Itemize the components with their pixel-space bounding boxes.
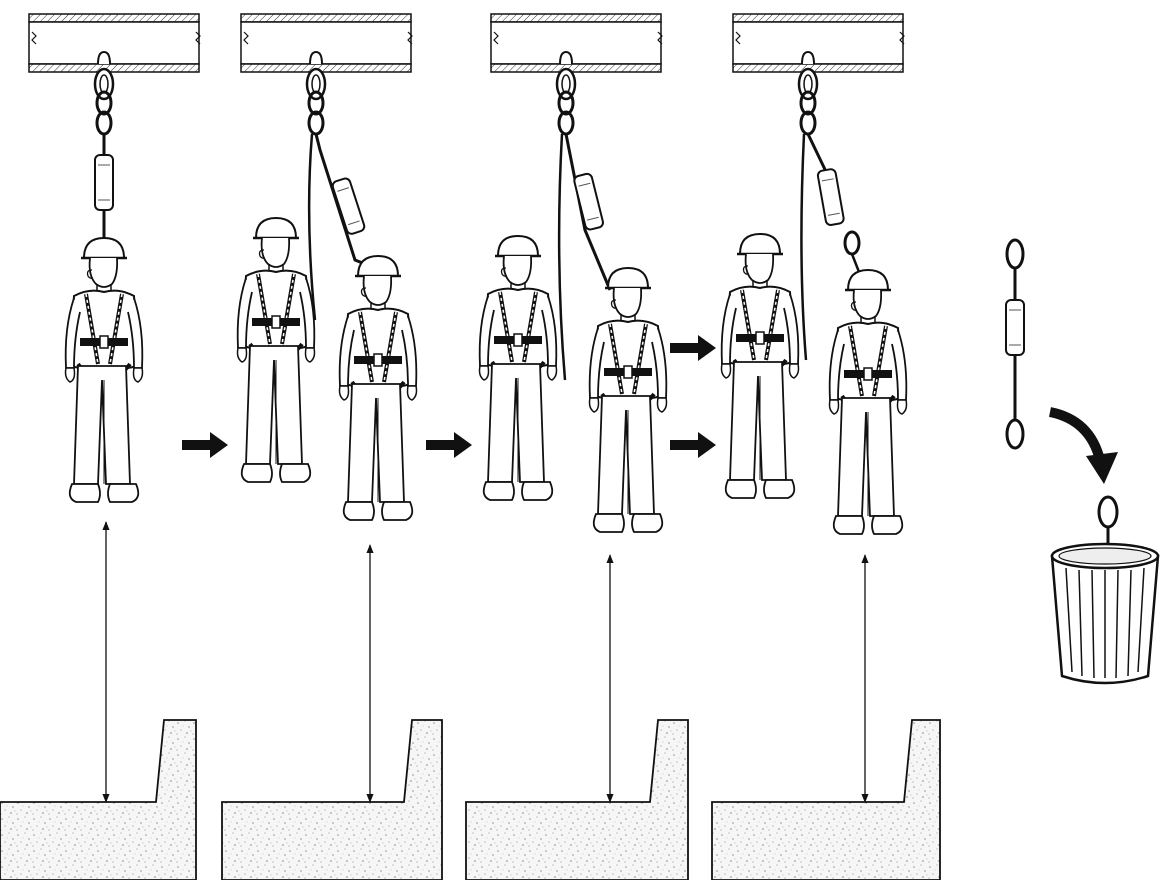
- anchor-beam: [239, 12, 414, 101]
- rescuer: [235, 216, 317, 484]
- discard-arrow: [1048, 407, 1105, 462]
- anchor-beam: [27, 12, 202, 101]
- suspended-worker: [63, 236, 145, 504]
- ground-ledge: [465, 719, 689, 880]
- rescue-line: [800, 133, 808, 361]
- shock-absorber: [94, 154, 114, 211]
- shock-absorber: [1005, 299, 1025, 356]
- step-1-panel: [0, 12, 202, 880]
- next-step-arrow: [670, 335, 716, 361]
- detached-carabiner: [843, 230, 861, 256]
- anchor-beam: [731, 12, 906, 101]
- step-2-panel: [221, 12, 443, 880]
- suspended-worker: [337, 254, 419, 522]
- ground-ledge: [0, 719, 197, 880]
- ground-ledge: [221, 719, 443, 880]
- rescue-line: [557, 133, 567, 381]
- rescuer: [477, 234, 559, 502]
- step-4-panel: [711, 12, 941, 880]
- ground-ledge: [711, 719, 941, 880]
- discard-lanyard: [1005, 238, 1025, 450]
- next-step-arrow: [670, 432, 716, 458]
- next-step-arrow: [426, 432, 472, 458]
- carabiner-icon: [1005, 418, 1025, 450]
- step-3-panel: [465, 12, 689, 880]
- rescue-line: [307, 133, 317, 321]
- suspended-worker: [827, 268, 909, 536]
- carabiner-icon: [1005, 238, 1025, 270]
- suspended-worker: [587, 266, 669, 534]
- trash-bin-icon: [1050, 495, 1160, 685]
- shock-absorber: [816, 167, 846, 227]
- rescuer: [719, 232, 801, 500]
- next-step-arrow: [182, 432, 228, 458]
- anchor-beam: [489, 12, 664, 101]
